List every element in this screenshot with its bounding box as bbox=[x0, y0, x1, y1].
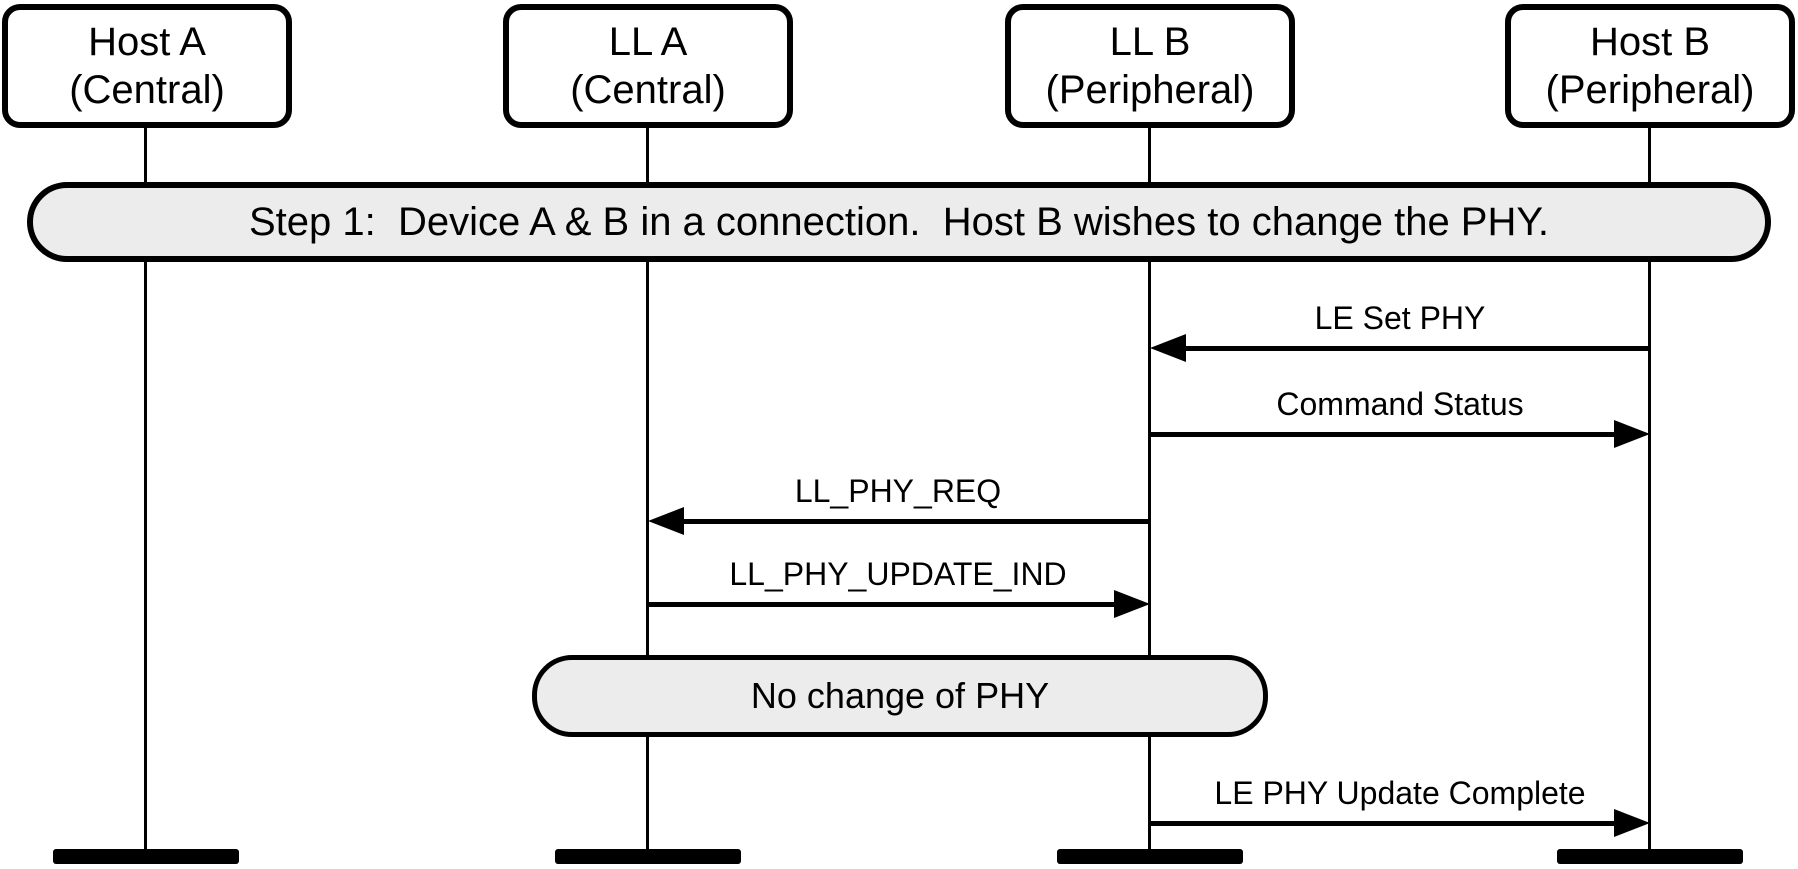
lifeline-ll-a bbox=[646, 128, 649, 856]
message-arrow-le-set-phy bbox=[1150, 334, 1650, 363]
arrowhead-right-icon bbox=[1114, 590, 1150, 618]
message-arrow-ll-phy-req bbox=[648, 507, 1150, 536]
message-arrow-le-phy-update-complete bbox=[1150, 809, 1650, 838]
actor-box-ll-b: LL B (Peripheral) bbox=[1005, 4, 1295, 128]
actor-name: LL A bbox=[608, 20, 688, 64]
note-no-change-of-phy: No change of PHY bbox=[532, 655, 1268, 737]
actor-name: Host A bbox=[88, 20, 206, 64]
arrow-shaft bbox=[1150, 432, 1620, 437]
actor-box-host-b: Host B (Peripheral) bbox=[1505, 4, 1795, 128]
message-arrow-command-status bbox=[1150, 420, 1650, 449]
actor-box-ll-a: LL A (Central) bbox=[503, 4, 793, 128]
note-text: No change of PHY bbox=[750, 675, 1050, 716]
arrowhead-right-icon bbox=[1614, 809, 1650, 837]
actor-role: (Central) bbox=[69, 68, 225, 112]
arrow-shaft bbox=[1180, 346, 1650, 351]
lifeline-ll-b bbox=[1148, 128, 1151, 856]
actor-role: (Peripheral) bbox=[1045, 68, 1255, 112]
actor-name: Host B bbox=[1589, 20, 1711, 64]
message-label-le-phy-update-complete: LE PHY Update Complete bbox=[1214, 775, 1586, 811]
message-arrow-ll-phy-update-ind bbox=[648, 590, 1150, 619]
lifeline-host-a bbox=[144, 128, 147, 856]
arrow-shaft bbox=[1150, 821, 1620, 826]
actor-name: LL B bbox=[1109, 20, 1191, 64]
arrow-shaft bbox=[678, 519, 1150, 524]
step-banner: Step 1: Device A & B in a connection. Ho… bbox=[27, 182, 1771, 262]
lifeline-host-b bbox=[1648, 128, 1651, 856]
message-label-command-status: Command Status bbox=[1276, 386, 1524, 422]
endbar-ll-b bbox=[1057, 849, 1243, 864]
message-label-ll-phy-update-ind: LL_PHY_UPDATE_IND bbox=[729, 556, 1067, 592]
arrowhead-right-icon bbox=[1614, 420, 1650, 448]
actor-box-host-a: Host A (Central) bbox=[2, 4, 292, 128]
endbar-ll-a bbox=[555, 849, 741, 864]
actor-role: (Peripheral) bbox=[1545, 68, 1755, 112]
endbar-host-b bbox=[1557, 849, 1743, 864]
message-label-ll-phy-req: LL_PHY_REQ bbox=[794, 473, 1002, 509]
step-banner-text: Step 1: Device A & B in a connection. Ho… bbox=[248, 199, 1550, 244]
endbar-host-a bbox=[53, 849, 239, 864]
actor-role: (Central) bbox=[570, 68, 726, 112]
arrow-shaft bbox=[648, 602, 1120, 607]
message-label-le-set-phy: LE Set PHY bbox=[1314, 300, 1486, 336]
